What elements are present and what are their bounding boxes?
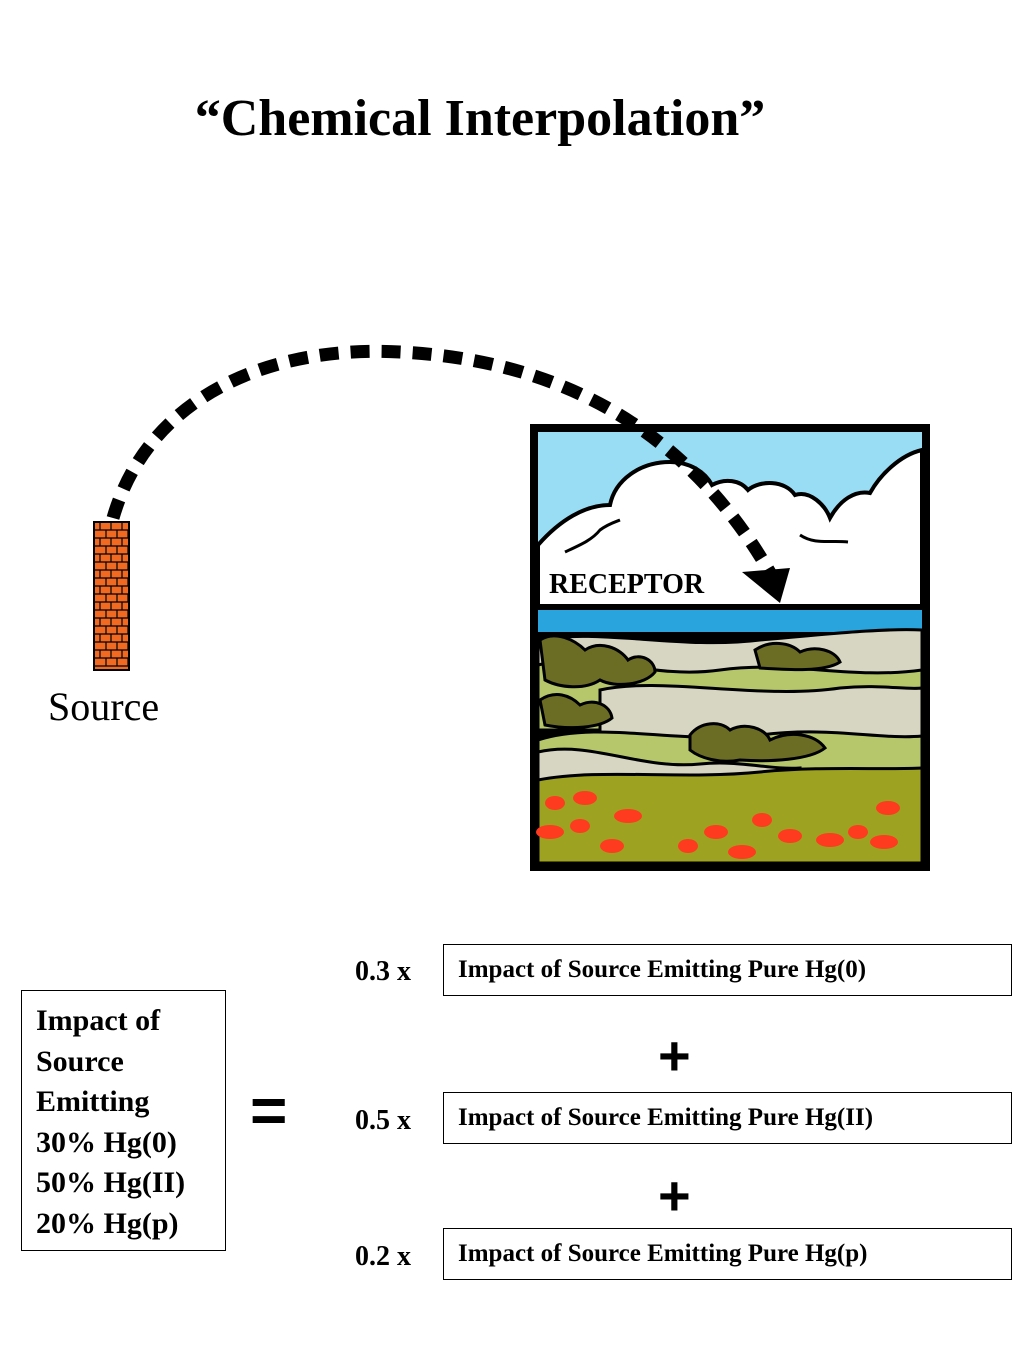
coefficient-hgii: 0.5 x xyxy=(355,1105,411,1136)
mixture-impact-box: Impact of Source Emitting 30% Hg(0) 50% … xyxy=(21,990,226,1251)
source-label: Source xyxy=(48,684,160,729)
equals-sign: = xyxy=(250,1074,288,1146)
chimney-icon xyxy=(93,521,130,671)
mixture-line: 20% Hg(p) xyxy=(36,1206,179,1240)
page-title: “Chemical Interpolation” xyxy=(194,90,766,147)
coefficient-hg0: 0.3 x xyxy=(355,956,411,987)
mixture-line: 30% Hg(0) xyxy=(36,1125,177,1159)
mixture-line: Emitting xyxy=(36,1085,150,1118)
receptor-label: RECEPTOR xyxy=(549,569,705,600)
term-box-hgii: Impact of Source Emitting Pure Hg(II) xyxy=(443,1092,1012,1144)
mixture-line: 50% Hg(II) xyxy=(36,1166,186,1199)
plus-sign: + xyxy=(658,1164,691,1227)
mixture-line: Impact of xyxy=(36,1004,161,1037)
term-box-hg0: Impact of Source Emitting Pure Hg(0) xyxy=(443,944,1012,996)
trajectory-arrow-icon xyxy=(106,344,790,603)
term-box-hgp: Impact of Source Emitting Pure Hg(p) xyxy=(443,1228,1012,1280)
landscape-icon xyxy=(530,424,930,871)
plus-sign: + xyxy=(658,1024,691,1087)
mixture-line: Source xyxy=(36,1044,124,1078)
coefficient-hgp: 0.2 x xyxy=(355,1241,411,1272)
